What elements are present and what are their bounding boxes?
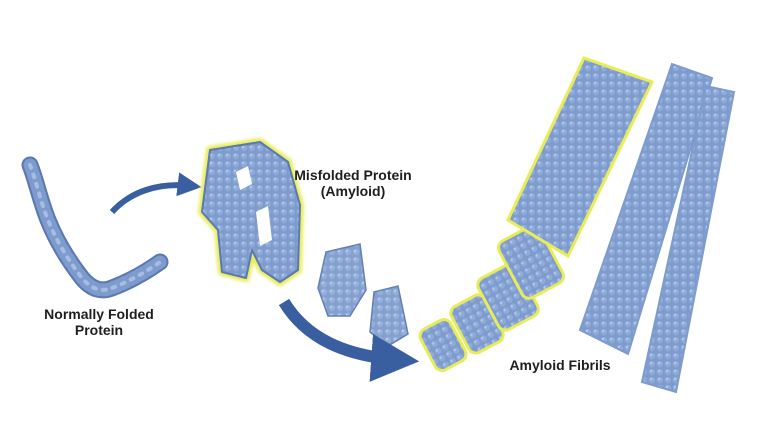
misfolding-arrow xyxy=(109,172,202,215)
label-misfolded-protein: Misfolded Protein (Amyloid) xyxy=(288,167,418,199)
label-amyloid-fibrils: Amyloid Fibrils xyxy=(500,357,620,373)
label-normally-folded-protein: Normally Folded Protein xyxy=(34,306,164,338)
label-misfolded-line1: Misfolded Protein xyxy=(294,167,412,183)
amyloid-fibril-main xyxy=(506,56,655,259)
label-misfolded-line2: (Amyloid) xyxy=(320,183,386,199)
label-normal-line1: Normally Folded xyxy=(44,306,154,322)
normal-protein-chain xyxy=(21,156,169,299)
aggregation-arrow xyxy=(278,298,420,382)
amyloid-fibril-mature-2 xyxy=(640,84,736,394)
protofibril-segments xyxy=(418,224,566,372)
label-fibrils-text: Amyloid Fibrils xyxy=(509,357,611,373)
amyloid-oligomer-1 xyxy=(317,243,367,317)
misfolded-protein xyxy=(198,138,304,286)
label-normal-line2: Protein xyxy=(74,322,124,338)
amyloid-fibril-mature-1 xyxy=(578,62,714,356)
amyloid-oligomer-2 xyxy=(369,285,409,347)
